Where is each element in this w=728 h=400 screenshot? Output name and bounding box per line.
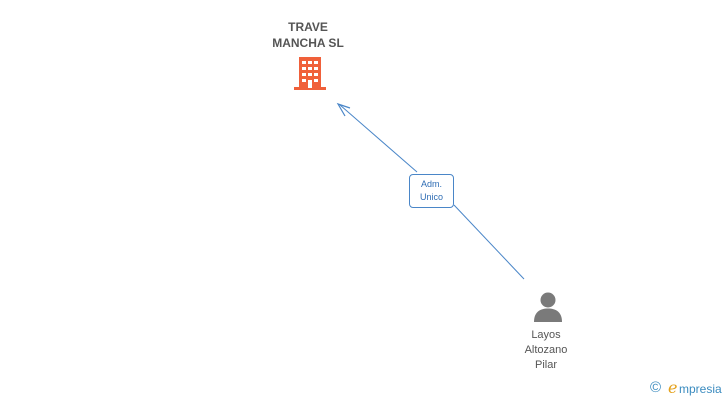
relation-label[interactable]: Adm. Unico [409, 174, 454, 208]
company-name-line-2: MANCHA SL [272, 36, 344, 50]
person-name-line-1: Layos [531, 329, 561, 341]
relation-label-line-2: Unico [419, 192, 443, 202]
person-name-line-3: Pilar [534, 359, 557, 371]
logo-text: mpresia [679, 382, 722, 396]
copyright-icon: © [650, 379, 662, 396]
person-name[interactable]: Layos Altozano Pilar [496, 328, 596, 373]
relation-label-line-1: Adm. [420, 179, 442, 189]
edge-arrowhead [336, 102, 351, 117]
company-name-line-1: TRAVE [288, 20, 328, 34]
edge-line-lower [453, 204, 525, 280]
logo-initial: e [668, 378, 678, 397]
person-icon[interactable] [532, 292, 564, 322]
company-name[interactable]: TRAVE MANCHA SL [248, 19, 368, 51]
building-icon[interactable] [293, 55, 327, 91]
edge-line-upper [339, 104, 418, 173]
empresia-logo[interactable]: © e mpresia [650, 378, 728, 398]
person-name-line-2: Altozano [524, 344, 568, 356]
